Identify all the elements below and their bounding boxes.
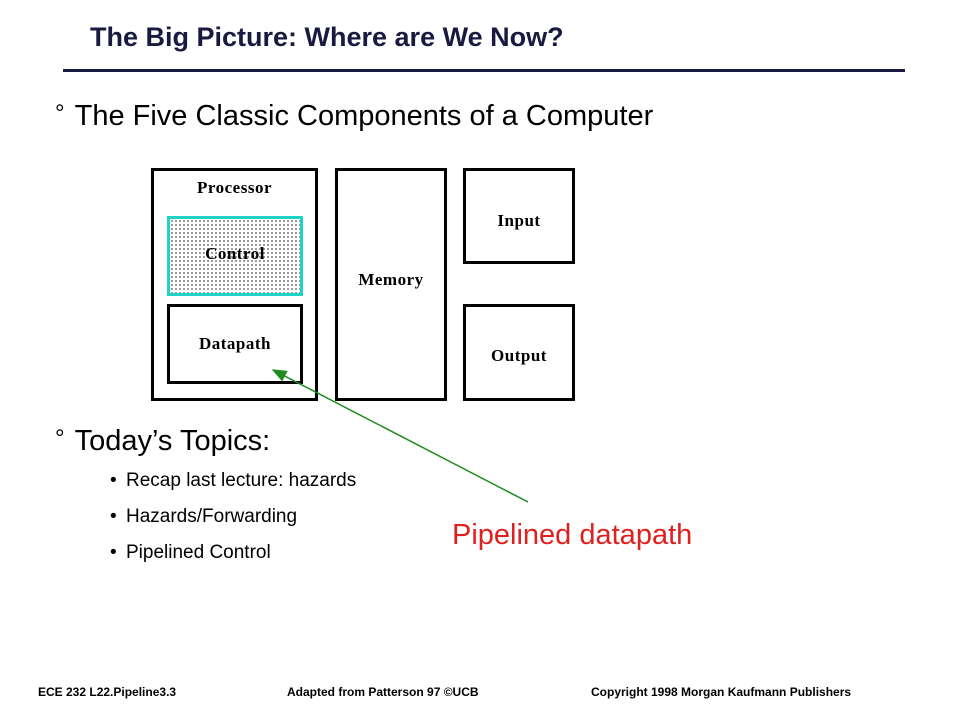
topic-text: Recap last lecture: hazards bbox=[126, 470, 357, 491]
sub-bullet-marker: • bbox=[110, 542, 117, 563]
memory-box bbox=[335, 168, 447, 401]
memory-label: Memory bbox=[358, 270, 424, 289]
bullet-text: The Five Classic Components of a Compute… bbox=[74, 100, 654, 132]
output-label: Output bbox=[491, 346, 547, 365]
list-item: • Recap last lecture: hazards bbox=[110, 465, 356, 501]
pipelined-datapath-annotation: Pipelined datapath bbox=[452, 519, 693, 551]
bullet-five-components: ° The Five Classic Components of a Comput… bbox=[55, 100, 653, 133]
footer-course-label: ECE 232 L22.Pipeline3.3 bbox=[38, 685, 177, 699]
output-box bbox=[463, 304, 575, 401]
bullet-todays-topics: ° Today’s Topics: bbox=[55, 425, 270, 458]
title-divider bbox=[63, 69, 905, 72]
bullet-marker: ° bbox=[55, 425, 65, 452]
processor-label: Processor bbox=[197, 178, 272, 197]
input-label: Input bbox=[497, 211, 541, 230]
list-item: • Hazards/Forwarding bbox=[110, 501, 356, 537]
topic-text: Hazards/Forwarding bbox=[126, 506, 298, 527]
footer-attribution: Adapted from Patterson 97 ©UCB bbox=[287, 685, 479, 699]
list-item: • Pipelined Control bbox=[110, 537, 356, 573]
topics-list: • Recap last lecture: hazards • Hazards/Fo… bbox=[110, 465, 356, 573]
control-label: Control bbox=[205, 244, 265, 263]
datapath-label: Datapath bbox=[198, 334, 271, 353]
sub-bullet-marker: • bbox=[110, 470, 117, 491]
slide-title: The Big Picture: Where are We Now? bbox=[90, 22, 564, 52]
bullet-text: Today’s Topics: bbox=[74, 425, 271, 457]
topic-text: Pipelined Control bbox=[126, 542, 271, 563]
bullet-marker: ° bbox=[55, 100, 65, 127]
arrow-line bbox=[271, 369, 529, 503]
control-box bbox=[167, 216, 303, 296]
sub-bullet-marker: • bbox=[110, 506, 117, 527]
input-box bbox=[463, 168, 575, 264]
footer-copyright: Copyright 1998 Morgan Kaufmann Publisher… bbox=[591, 685, 852, 699]
